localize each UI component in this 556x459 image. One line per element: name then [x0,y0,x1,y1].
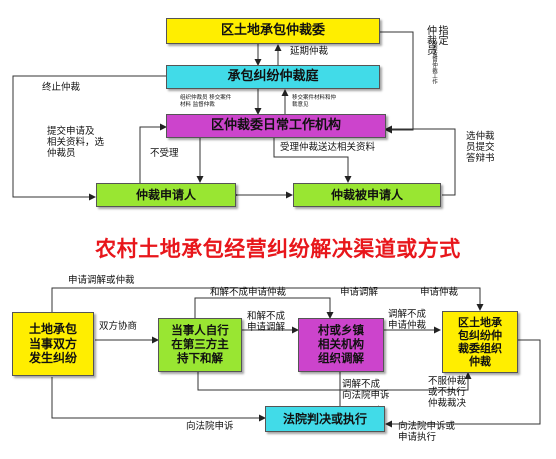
label-small-left: 组织仲裁员 移交案件 材料 监督仲裁 [180,95,232,108]
mediation-label: 村或乡镇 相关机构 组织调解 [318,323,364,365]
label-apply-mediate: 申请调解 [340,287,379,298]
label-submit: 提交申请及 相关资料，选 仲裁员 [47,126,105,159]
label-not-accept: 不受理 [150,148,179,159]
arbitration-court: 承包纠纷仲裁庭 [166,65,380,89]
label-terminate: 终止仲裁 [42,82,81,93]
diagram-title: 农村土地承包经营纠纷解决渠道或方式 [95,237,461,261]
label-choose: 选仲裁 员提交 答辩书 [466,131,495,164]
daily-office: 区仲裁委日常工作机构 [166,114,386,138]
label-no-settle-mediate: 和解不成 申请调解 [247,311,286,333]
court-box: 法院判决或执行 [265,406,385,432]
district-arbitration-committee: 区土地承包仲裁委 [166,18,380,44]
respondent-label: 仲裁被申请人 [330,187,403,202]
label-refuse: 不服仲裁 或不执行 仲裁裁决 [428,376,467,409]
label-negotiate: 双方协商 [99,321,138,332]
arbitration-box: 区土地承 包纠纷仲 裁委组织 仲裁 [442,311,518,373]
dispute-box: 土地承包 当事双方 发生纠纷 [12,312,94,376]
settlement-box: 当事人自行 在第三方主 持下和解 [158,318,242,372]
label-apply-arb: 申请仲裁 [420,287,459,298]
dispute-label: 土地承包 当事双方 发生纠纷 [28,322,77,366]
settlement-label: 当事人自行 在第三方主 持下和解 [171,323,229,365]
label-apply-mediate-arb: 申请调解或仲裁 [68,275,135,286]
court-label: 法院判决或执行 [282,411,367,426]
daily-office-label: 区仲裁委日常工作机构 [210,118,341,134]
arbitration-label: 区土地承 包纠纷仲 裁委组织 仲裁 [458,315,502,369]
label-small-right: 移交案件材料和仲 裁意见 [292,95,337,108]
arbitration-court-label: 承包纠纷仲裁庭 [227,69,319,85]
label-appeal-court: 向法院申诉 [186,421,234,432]
mediation-box: 村或乡镇 相关机构 组织调解 [298,318,384,372]
district-arbitration-committee-label: 区土地承包仲裁委 [220,23,325,39]
label-mediate-fail-arb: 调解不成 申请仲裁 [388,309,427,331]
label-appeal-exec: 向法院申诉或 申请执行 [398,421,456,443]
label-no-settle-apply: 和解不成申请仲裁 [210,287,287,298]
label-accept: 受理仲裁送达相关资料 [280,142,376,153]
applicant-label: 仲裁申请人 [135,187,196,202]
applicant: 仲裁申请人 [96,183,236,207]
respondent: 仲裁被申请人 [293,183,441,207]
label-small-vertical: 检查监督仲裁工作 [431,40,437,84]
label-mediate-fail-court: 调解不成 向法院申诉 [342,379,390,401]
label-extend: 延期仲裁 [290,46,329,57]
label-designate: 指定 仲裁员 [424,25,448,55]
